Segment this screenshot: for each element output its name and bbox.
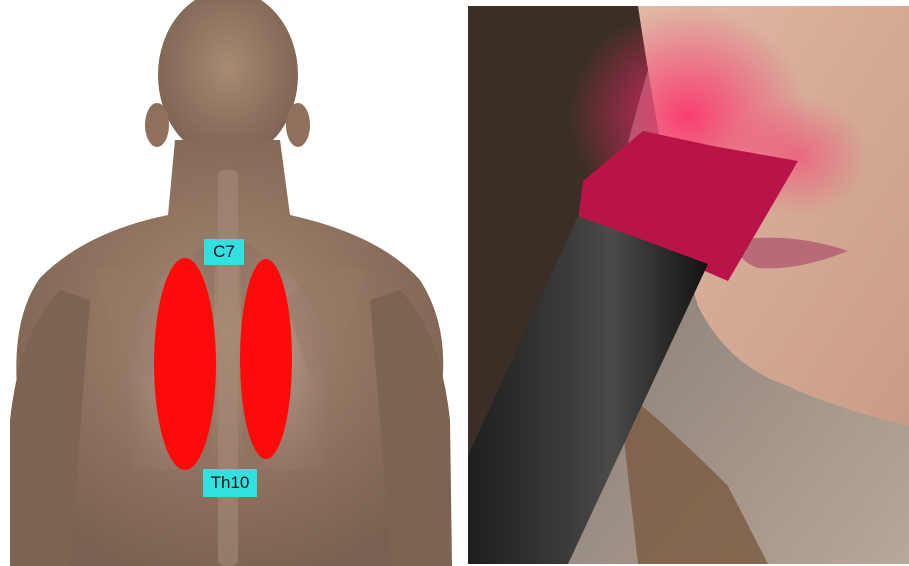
- nasal-light-therapy-photo: [468, 6, 909, 564]
- right-treatment-zone: [240, 259, 292, 459]
- photo-drawing: [468, 6, 909, 564]
- spine-shape: [218, 170, 238, 566]
- th10-vertebra-label: Th10: [203, 469, 257, 497]
- left-treatment-zone: [154, 258, 216, 470]
- back-anatomy-illustration: C7 Th10: [0, 0, 462, 566]
- head-shape: [158, 0, 298, 160]
- c7-vertebra-label: C7: [204, 239, 244, 265]
